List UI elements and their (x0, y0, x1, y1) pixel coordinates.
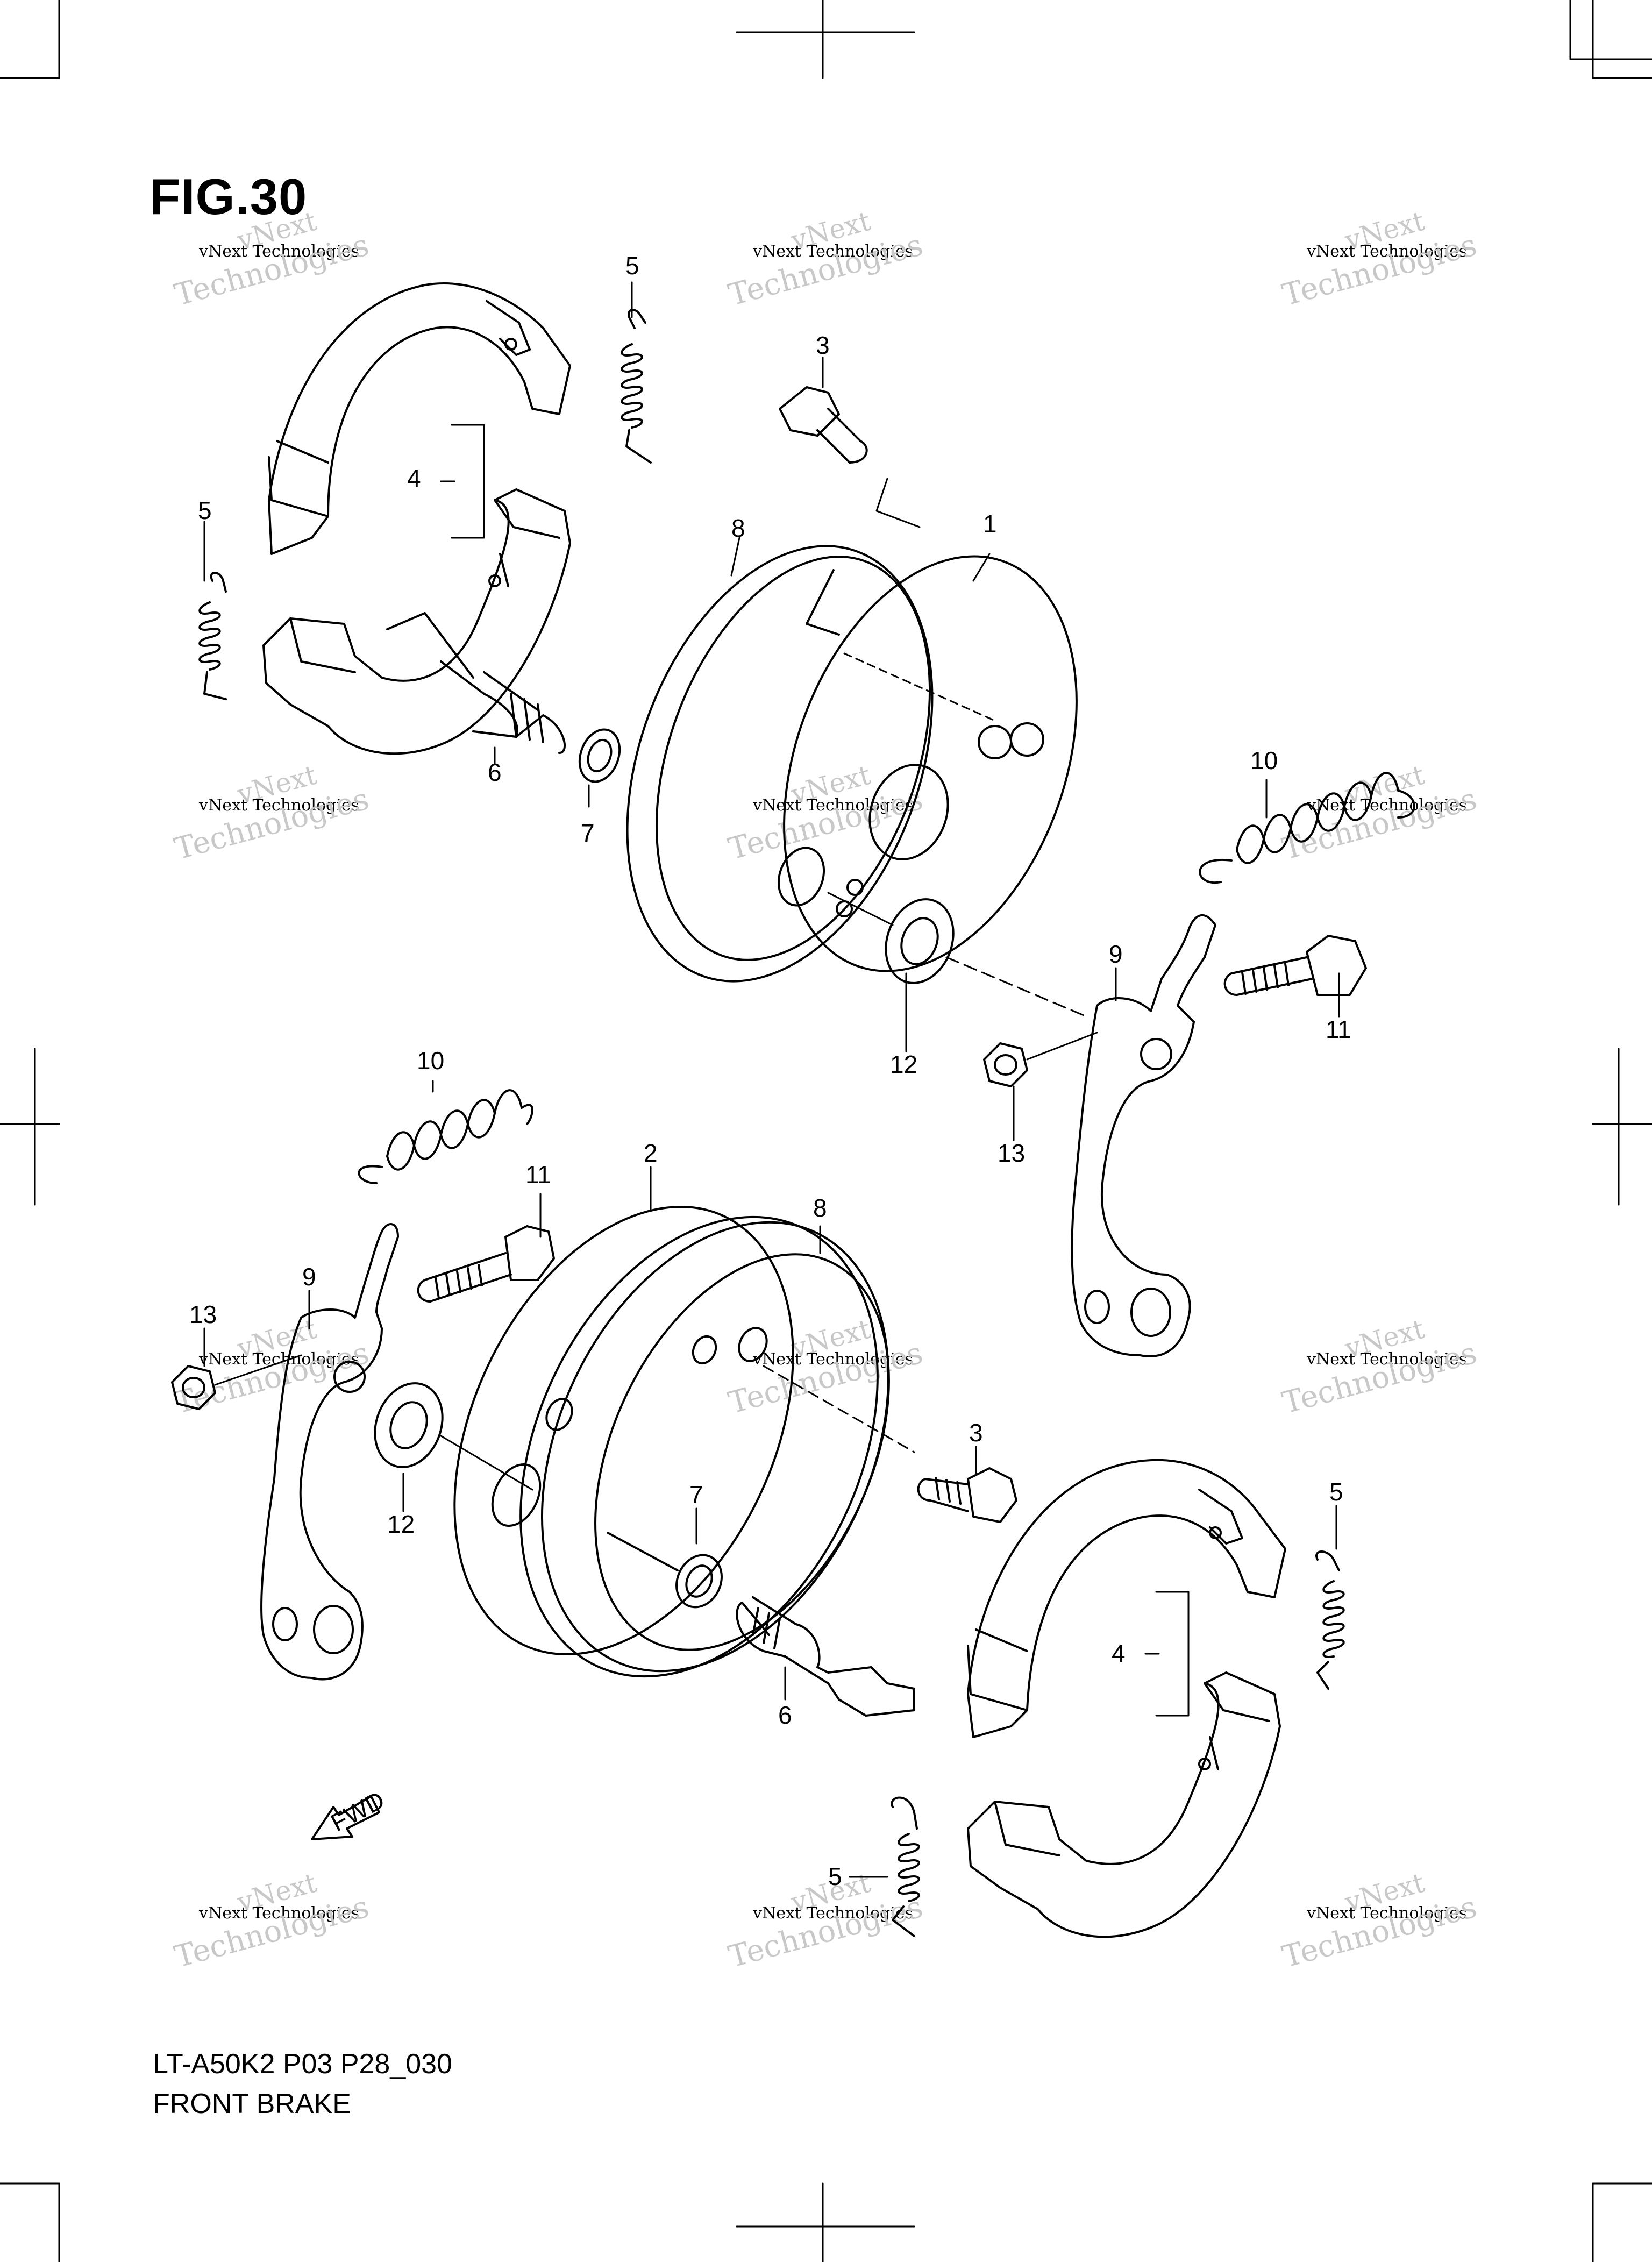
washer-12-top (827, 892, 1087, 1018)
callout-6: 6 (778, 1701, 792, 1729)
washer-12-bottom (374, 1382, 533, 1491)
brake-arm-top (1071, 914, 1216, 1357)
bolt-top (779, 386, 921, 528)
callout-7: 7 (689, 1481, 703, 1509)
callout-11: 11 (1326, 1015, 1351, 1043)
brake-shoe-bottom-lower (967, 1671, 1281, 1938)
callout-8: 8 (731, 514, 745, 542)
spring-10-top (1199, 772, 1415, 884)
callout-13: 13 (998, 1139, 1025, 1167)
bolt-bottom (917, 1467, 1017, 1523)
callout-1: 1 (983, 510, 997, 538)
spring-top (621, 309, 652, 464)
callout-2: 2 (644, 1139, 658, 1167)
callout-10: 10 (417, 1047, 444, 1075)
callout-5: 5 (625, 252, 639, 280)
brake-arm-bottom (260, 1223, 399, 1681)
bolt-11-bottom (417, 1225, 555, 1303)
bolt-11-top (1223, 935, 1367, 996)
callout-10: 10 (1250, 746, 1278, 774)
callout-7: 7 (581, 819, 595, 847)
camshaft-top (386, 612, 566, 754)
callout-13: 13 (189, 1300, 217, 1328)
callout-12: 12 (890, 1050, 917, 1078)
washer-7-top (578, 728, 621, 783)
callout-8: 8 (813, 1194, 827, 1222)
brake-shoe-upper (268, 282, 571, 555)
section-name: FRONT BRAKE (153, 2088, 351, 2119)
fwd-label: FWD (326, 1786, 389, 1837)
spring-left (198, 572, 227, 700)
callout-5: 5 (828, 1862, 842, 1890)
brake-shoe-bottom-upper (967, 1459, 1286, 1738)
fwd-arrow-icon: FWD (311, 1786, 389, 1840)
callout-5: 5 (1329, 1478, 1343, 1506)
callout-4: 4 (407, 464, 421, 492)
callout-4: 4 (1112, 1639, 1126, 1667)
nut-13-bottom (171, 1354, 302, 1410)
brake-shoe-lower (262, 488, 571, 755)
leader-lines (203, 281, 1340, 1878)
nut-13-top (983, 1032, 1098, 1087)
callout-3: 3 (816, 331, 830, 359)
model-code: LT-A50K2 P03 P28_030 (153, 2048, 453, 2080)
spring-bottom-right (1315, 1550, 1345, 1690)
spring-10-bottom (358, 1089, 533, 1184)
callout-9: 9 (302, 1263, 316, 1291)
callout-11: 11 (525, 1161, 551, 1189)
brake-panel-top (626, 545, 1078, 983)
callout-5: 5 (198, 496, 212, 524)
spring-bottom-center (891, 1796, 920, 1937)
callout-9: 9 (1109, 940, 1123, 968)
callout-12: 12 (387, 1510, 415, 1538)
figure-title: FIG.30 (149, 168, 308, 225)
callout-3: 3 (969, 1419, 983, 1447)
callout-6: 6 (488, 758, 502, 786)
brake-panel-bottom (453, 1206, 915, 1678)
camshaft-bottom (736, 1596, 915, 1717)
